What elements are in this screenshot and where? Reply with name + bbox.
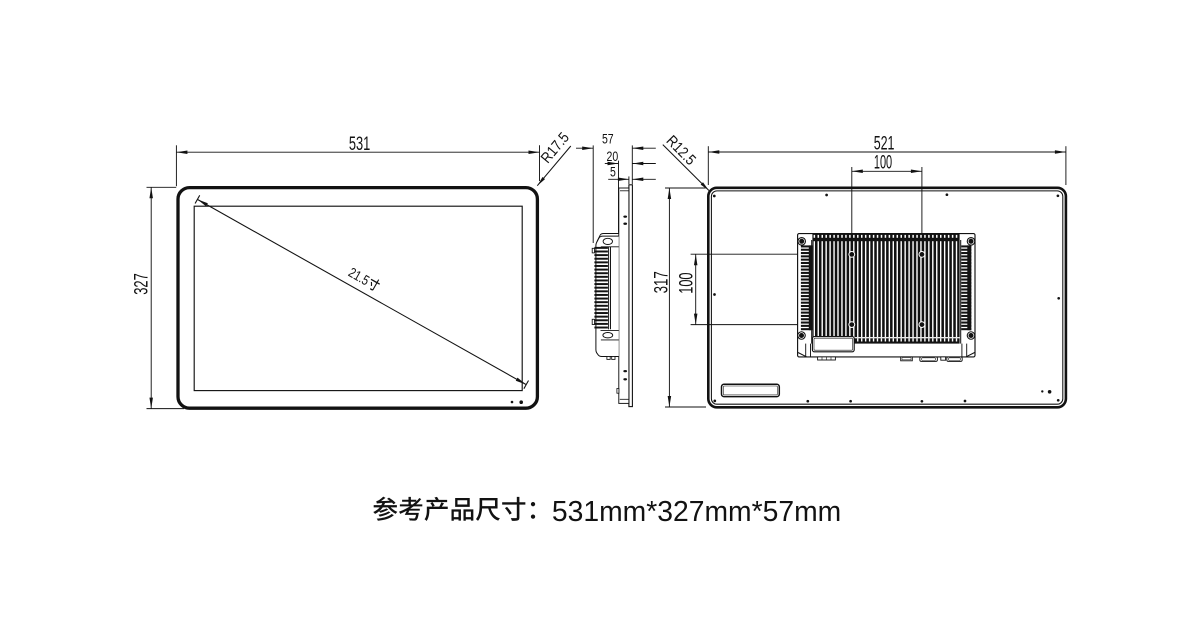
- svg-text:531: 531: [349, 133, 370, 154]
- svg-text:100: 100: [874, 153, 893, 174]
- svg-text:100: 100: [676, 272, 697, 293]
- svg-text:531mm*327mm*57mm: 531mm*327mm*57mm: [552, 495, 841, 527]
- svg-text:317: 317: [651, 271, 672, 293]
- svg-text:5: 5: [610, 164, 616, 180]
- svg-text:521: 521: [874, 133, 895, 154]
- svg-text:57: 57: [602, 131, 614, 147]
- svg-text:327: 327: [131, 273, 152, 295]
- svg-text:20: 20: [607, 149, 619, 165]
